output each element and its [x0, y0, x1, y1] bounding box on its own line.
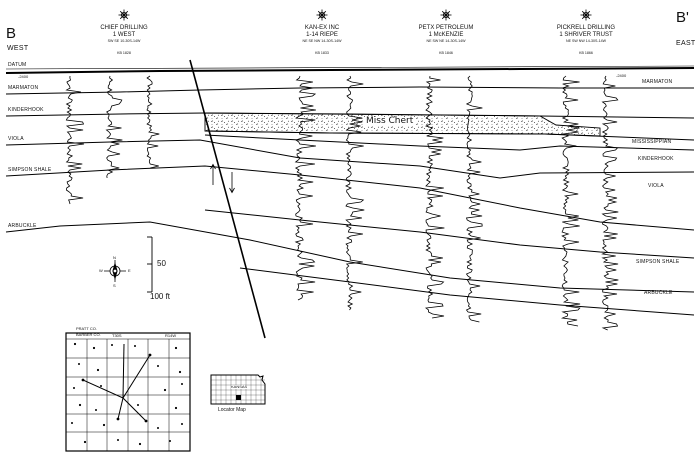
mississippian-top: [204, 112, 695, 119]
well-log-trace-9: [601, 75, 619, 331]
datum-value-right: -2400: [616, 73, 627, 78]
formation-right-arbuckle: ARBUCKLE: [644, 290, 673, 296]
kansas-locator-map: [210, 374, 266, 405]
kinderhook-top-left: [5, 112, 206, 117]
well-3-name: 1 McKENZIE: [428, 32, 464, 38]
formation-right-marmaton: MARMATON: [642, 79, 673, 85]
viola-top: [5, 139, 695, 179]
well-4-location: NE SW NW 14-30S-14W: [566, 39, 606, 43]
well-3-operator: PETX PETROLEUM: [418, 25, 474, 31]
formation-left-arbuckle: ARBUCKLE: [8, 223, 37, 229]
well-log-curves: [65, 75, 619, 331]
well-4-name: 1 SHRIVER TRUST: [559, 32, 613, 38]
well-log-trace-6: [425, 75, 445, 319]
well-symbols: [118, 9, 592, 21]
well-symbol-4: [580, 9, 592, 21]
fault-line: [189, 59, 266, 339]
formation-right-viola: VIOLA: [648, 183, 664, 189]
compass-s: S: [113, 283, 116, 288]
datum-value-left: -2400: [18, 74, 29, 79]
well-2-location: NE SE NW 14-30S-14W: [302, 39, 342, 43]
well-log-trace-1: [65, 75, 85, 205]
locator-caption: Locator Map: [218, 407, 246, 413]
well-4-operator: PICKRELL DRILLING: [556, 25, 616, 31]
formation-left-kinderhook: KINDERHOOK: [8, 107, 44, 113]
formation-right-simpson: SIMPSON SHALE: [636, 259, 680, 265]
formation-right-kinderhook: KINDERHOOK: [638, 156, 674, 162]
well-1-name: 1 WEST: [112, 32, 136, 38]
well-log-trace-2: [105, 75, 123, 179]
formation-left-simpson: SIMPSON SHALE: [8, 167, 52, 173]
inset-label-range: R14W: [165, 333, 177, 338]
well-2-elevation: KB 1833: [315, 51, 329, 55]
miss-chert-label: Miss Chert: [364, 116, 416, 126]
east-label: EAST: [676, 40, 696, 47]
well-log-trace-3: [146, 75, 160, 169]
fault-arrows: [210, 163, 235, 194]
compass-w: W: [99, 268, 103, 273]
well-1-location: SW SE 10-30S-14W: [107, 39, 141, 43]
formation-left-marmaton: MARMATON: [8, 85, 39, 91]
datum-line-thin: [5, 65, 695, 70]
well-log-trace-8: [560, 75, 581, 327]
datum-label: DATUM: [8, 62, 27, 68]
township-inset-map: [65, 332, 191, 452]
formation-right-mississippian: MISSISSIPPIAN: [632, 139, 672, 145]
datum-line: [5, 67, 695, 74]
kinderhook-right: [204, 134, 695, 151]
formation-left-viola: VIOLA: [8, 136, 24, 142]
well-symbol-1: [118, 9, 130, 21]
well-1-operator: CHIEF DRILLING: [100, 25, 148, 31]
well-3-location: NE SW NE 14-30S-14W: [426, 39, 466, 43]
well-symbol-2: [316, 9, 328, 21]
well-symbol-3: [440, 9, 452, 21]
chert-base: [204, 130, 695, 141]
west-label: WEST: [7, 45, 29, 52]
section-start-label: B: [6, 25, 17, 42]
inset-label-township: T30S: [112, 333, 122, 338]
simpson-top: [5, 165, 695, 231]
inset-label-barber: BARBER CO.: [76, 332, 101, 337]
well-2-operator: KAN-EX INC: [304, 25, 340, 31]
lower-simpson: [204, 209, 695, 259]
scale-100-label: 100 ft: [150, 292, 171, 301]
well-4-elevation: KB 1866: [579, 51, 593, 55]
scale-50-label: 50: [157, 259, 166, 268]
well-2-name: 1-14 RIEPE: [306, 32, 338, 38]
compass-e: E: [128, 268, 131, 273]
compass-rose: [104, 260, 126, 282]
scale-bar: [147, 236, 153, 293]
basal-line: [239, 267, 695, 316]
well-1-elevation: KB 1828: [117, 51, 131, 55]
well-log-trace-5: [345, 75, 365, 311]
compass-n: N: [113, 255, 116, 260]
section-end-label: B': [676, 9, 689, 26]
inset-label-pratt: PRATT CO.: [76, 326, 97, 331]
well-3-elevation: KB 1846: [439, 51, 453, 55]
marmaton-top: [5, 86, 694, 95]
locator-state-label: KANSAS: [231, 384, 248, 389]
well-log-trace-4: [294, 75, 317, 301]
well-log-trace-7: [465, 75, 483, 323]
